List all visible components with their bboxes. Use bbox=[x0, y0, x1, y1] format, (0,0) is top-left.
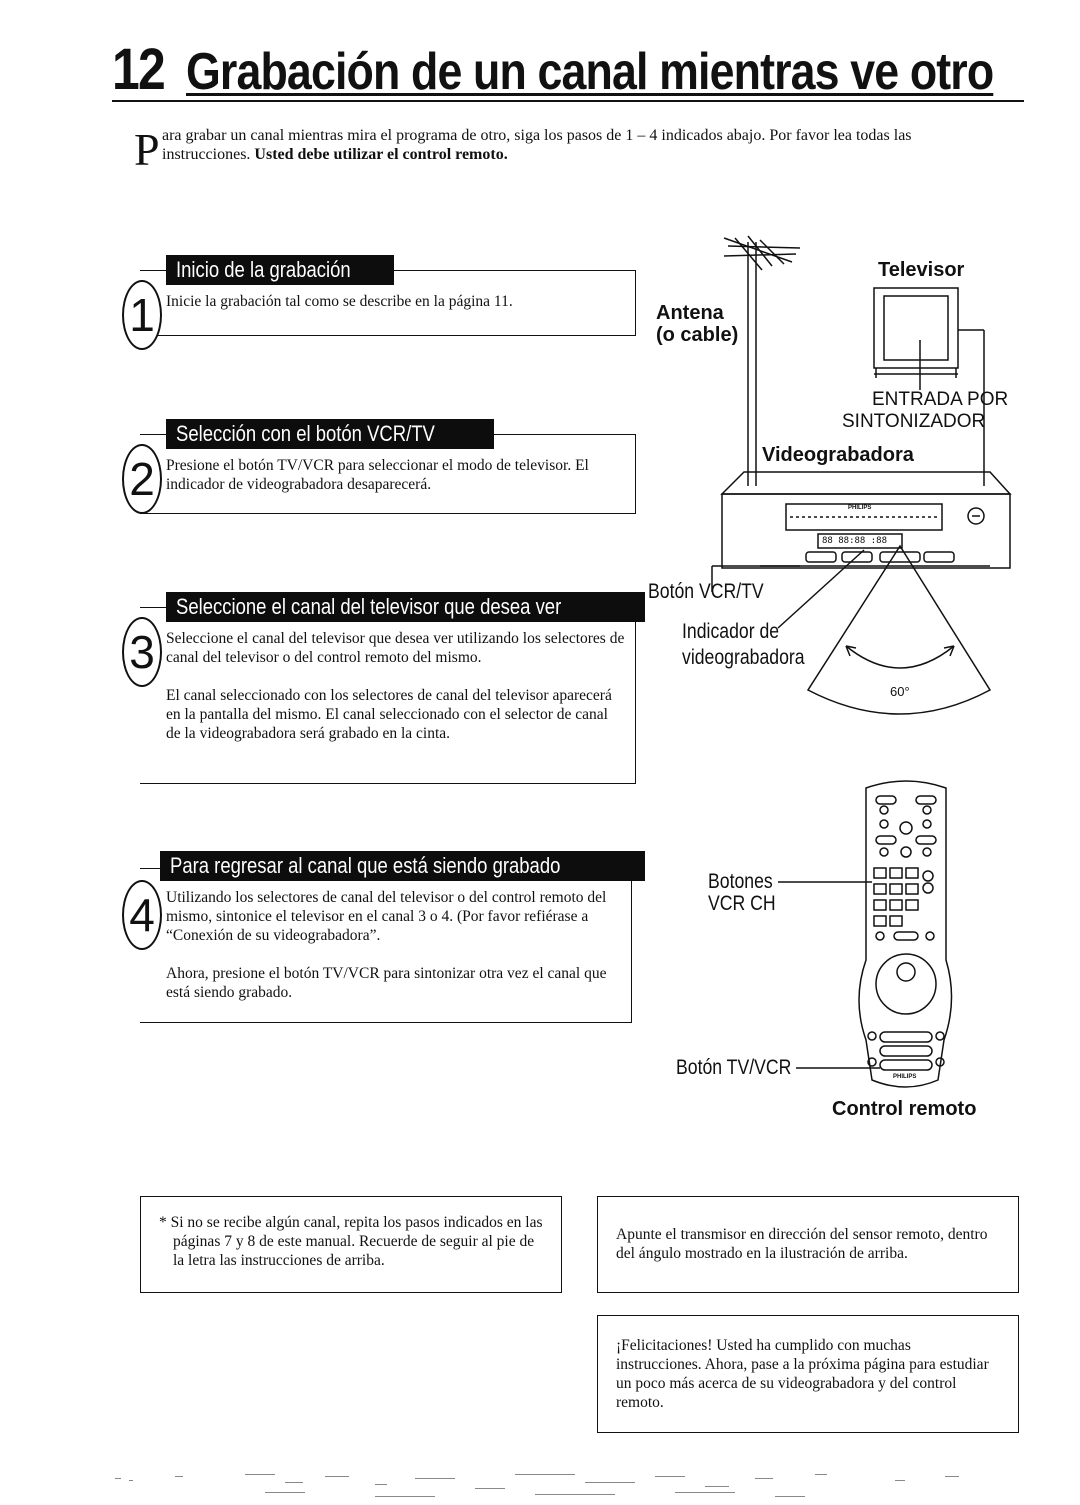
note-3-text: ¡Felicitaciones! Usted ha cumplido con m… bbox=[616, 1337, 989, 1411]
label-botones: Botones bbox=[708, 870, 773, 893]
note-box-3: ¡Felicitaciones! Usted ha cumplido con m… bbox=[597, 1315, 1019, 1433]
step-2-text: Presione el botón TV/VCR para selecciona… bbox=[166, 457, 589, 493]
label-antena: Antena bbox=[656, 302, 724, 324]
intro-text: ara grabar un canal mientras mira el pro… bbox=[136, 126, 956, 164]
step-4-number: 4 bbox=[122, 880, 162, 950]
note-box-2: Apunte el transmisor en dirección del se… bbox=[597, 1196, 1019, 1293]
step-1-number: 1 bbox=[122, 280, 162, 350]
label-sintonizador: SINTONIZADOR bbox=[842, 411, 986, 432]
vcr-display: 88 88:88 :88 bbox=[822, 536, 888, 546]
step-2-number: 2 bbox=[122, 444, 162, 514]
step-4-heading: Para regresar al canal que está siendo g… bbox=[160, 851, 645, 881]
note-1-text: * Si no se recibe algún canal, repita lo… bbox=[159, 1214, 543, 1269]
page-number: 12 bbox=[112, 37, 166, 102]
label-boton-tvvcr: Botón TV/VCR bbox=[676, 1056, 792, 1079]
label-televisor: Televisor bbox=[878, 259, 965, 281]
label-entrada-por: ENTRADA POR bbox=[872, 389, 1009, 410]
page-title: 12 Grabación de un canal mientras ve otr… bbox=[112, 37, 1024, 102]
title-text: Grabación de un canal mientras ve otro bbox=[186, 43, 994, 101]
step-1-text: Inicie la grabación tal como se describe… bbox=[166, 293, 513, 310]
vcr-brand: PHILIPS bbox=[848, 505, 872, 511]
step-4-text: Utilizando los selectores de canal del t… bbox=[166, 889, 607, 1001]
label-o-cable: (o cable) bbox=[656, 324, 739, 346]
label-videograbadora-indicator: videograbadora bbox=[682, 646, 805, 669]
scan-noise bbox=[115, 1474, 959, 1497]
step-3-heading: Seleccione el canal del televisor que de… bbox=[166, 592, 645, 622]
note-2-text: Apunte el transmisor en dirección del se… bbox=[616, 1226, 988, 1262]
label-indicador-de: Indicador de bbox=[682, 620, 780, 643]
intro-bold: Usted debe utilizar el control remoto. bbox=[254, 146, 508, 163]
vcr-icon bbox=[711, 471, 1012, 592]
intro-paragraph: P ara grabar un canal mientras mira el p… bbox=[134, 126, 956, 173]
step-3-text: Seleccione el canal del televisor que de… bbox=[166, 630, 625, 742]
label-vcr-ch: VCR CH bbox=[708, 892, 776, 915]
drop-cap: P bbox=[134, 124, 160, 175]
remote-brand: PHILIPS bbox=[893, 1074, 917, 1080]
step-2-heading: Selección con el botón VCR/TV bbox=[166, 419, 495, 449]
label-boton-vcrtv: Botón VCR/TV bbox=[648, 580, 764, 603]
label-control-remoto: Control remoto bbox=[832, 1098, 977, 1120]
step-1-heading: Inicio de la grabación bbox=[166, 255, 394, 285]
note-box-1: * Si no se recibe algún canal, repita lo… bbox=[140, 1196, 562, 1293]
label-angle: 60° bbox=[890, 684, 910, 699]
step-3-number: 3 bbox=[122, 617, 162, 687]
intro-body: ara grabar un canal mientras mira el pro… bbox=[162, 127, 912, 163]
remote-control-icon bbox=[778, 780, 953, 1088]
viewing-angle bbox=[777, 544, 992, 715]
label-videograbadora: Videograbadora bbox=[762, 444, 914, 466]
